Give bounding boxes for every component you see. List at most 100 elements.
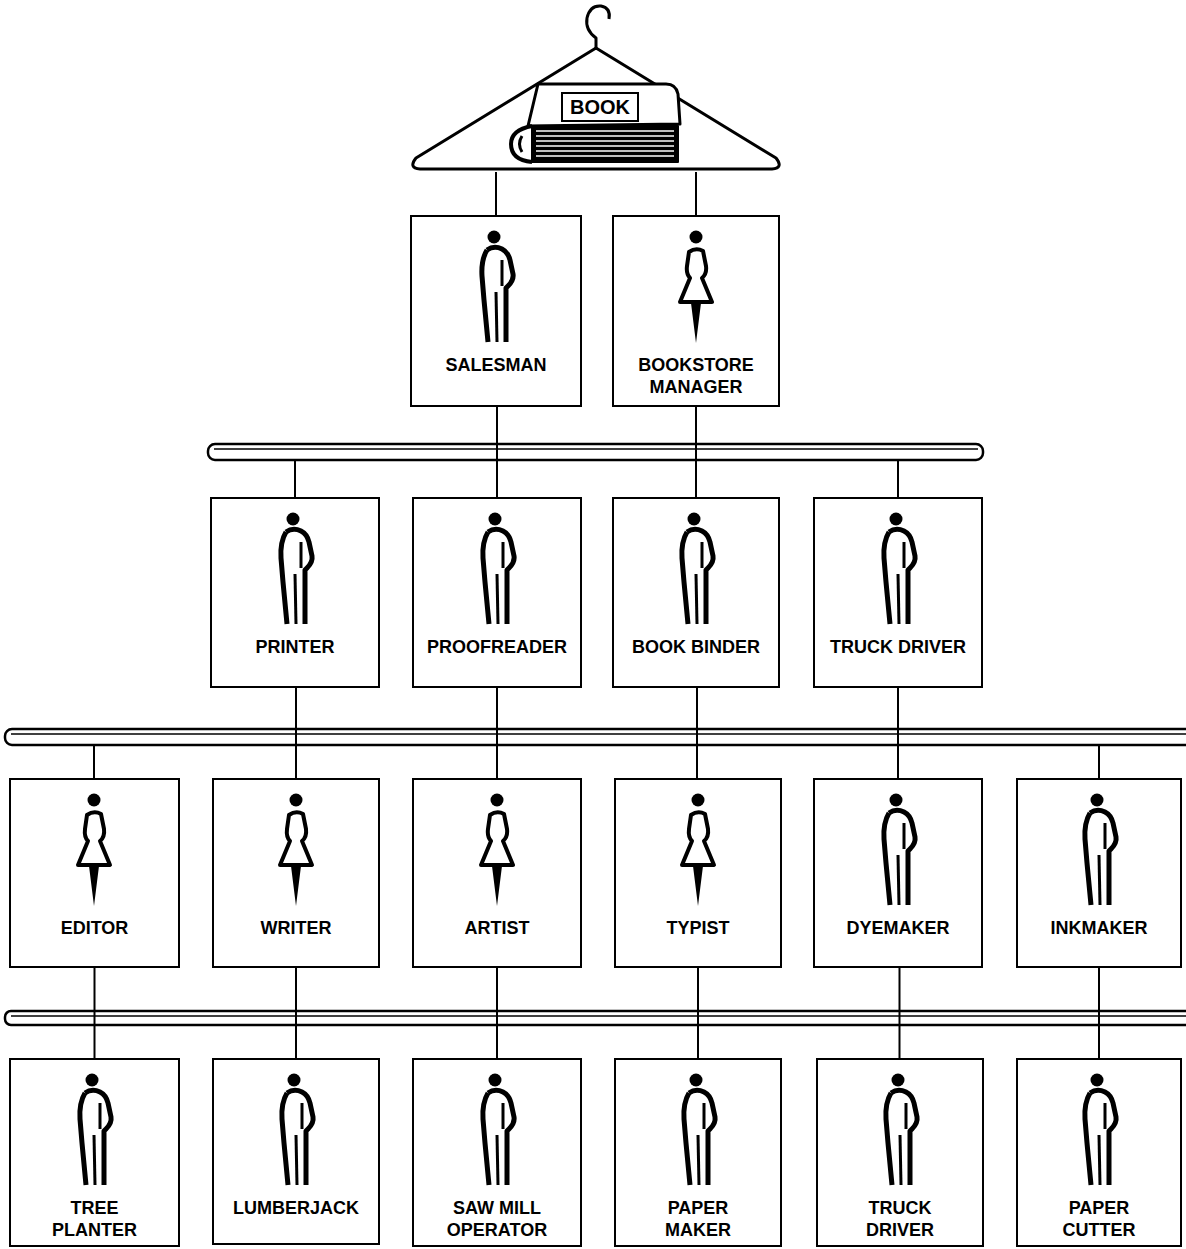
man-figure: [884, 513, 915, 625]
man-figure: [483, 513, 514, 625]
label-area: SAW MILL OPERATOR: [414, 1197, 580, 1241]
label-area: BOOK BINDER: [614, 636, 778, 658]
label-area: TREE PLANTER: [11, 1197, 178, 1241]
job-title: INKMAKER: [1020, 917, 1178, 939]
job-box: SALESMAN: [410, 215, 582, 407]
label-area: PRINTER: [212, 636, 378, 658]
hanging-string: [697, 968, 699, 1058]
label-area: TRUCK DRIVER: [818, 1197, 982, 1241]
book-page: [536, 150, 674, 152]
book-page: [536, 135, 674, 137]
hanging-string: [496, 407, 498, 497]
hang-string: [1098, 745, 1100, 778]
job-title: TRUCK DRIVER: [818, 636, 978, 658]
hanger-outline: [410, 0, 782, 172]
hanging-string: [295, 688, 297, 778]
hanger-node: BOOK: [410, 0, 782, 172]
man-figure: [1085, 1074, 1116, 1186]
woman-figure: [280, 794, 312, 907]
job-box: BOOKSTORE MANAGER: [612, 215, 780, 407]
label-area: TRUCK DRIVER: [815, 636, 981, 658]
hanger-line: [413, 48, 779, 169]
hanging-string: [695, 172, 697, 215]
label-area: PROOFREADER: [414, 636, 580, 658]
job-title: TRUCK DRIVER: [839, 1197, 961, 1241]
man-figure: [282, 1074, 313, 1186]
job-box: TYPIST: [614, 778, 782, 968]
job-box: BOOK BINDER: [612, 497, 780, 688]
job-box: LUMBERJACK: [212, 1058, 380, 1245]
job-title: PAPER CUTTER: [1038, 1197, 1160, 1241]
rod: [208, 444, 983, 460]
rod: [5, 729, 1186, 745]
label-area: BOOKSTORE MANAGER: [614, 354, 778, 398]
man-figure: [886, 1074, 917, 1186]
book-page: [536, 155, 674, 157]
book-page: [536, 145, 674, 147]
job-title: EDITOR: [15, 917, 175, 939]
job-title: PAPER MAKER: [637, 1197, 759, 1241]
hanging-string: [495, 172, 497, 215]
job-box: PRINTER: [210, 497, 380, 688]
book-page: [536, 140, 674, 142]
hanging-string: [295, 968, 297, 1058]
job-title: PROOFREADER: [417, 636, 577, 658]
man-figure: [281, 513, 312, 625]
woman-figure: [682, 794, 714, 907]
hanging-string: [496, 968, 498, 1058]
hanging-string: [695, 407, 697, 497]
job-box: EDITOR: [9, 778, 180, 968]
label-area: EDITOR: [11, 917, 178, 939]
job-title: TREE PLANTER: [34, 1197, 156, 1241]
rod: [5, 1011, 1186, 1025]
hang-string: [897, 460, 899, 497]
job-title: DYEMAKER: [818, 917, 978, 939]
job-title: BOOK BINDER: [616, 636, 776, 658]
job-title: LUMBERJACK: [216, 1197, 376, 1219]
hang-string: [93, 745, 95, 778]
hanger-line: [511, 126, 532, 162]
label-area: LUMBERJACK: [214, 1197, 378, 1219]
book-label: BOOK: [561, 92, 639, 122]
job-box: WRITER: [212, 778, 380, 968]
job-box: DYEMAKER: [813, 778, 983, 968]
label-area: DYEMAKER: [815, 917, 981, 939]
hanging-string: [1098, 968, 1100, 1058]
man-figure: [682, 513, 713, 625]
man-figure: [482, 231, 513, 343]
book-page: [536, 130, 674, 132]
job-title: TYPIST: [618, 917, 778, 939]
hanger-line: [532, 126, 678, 162]
hanger-line: [587, 6, 610, 50]
woman-figure: [680, 231, 712, 344]
job-title: SAW MILL OPERATOR: [436, 1197, 558, 1241]
hanging-string: [94, 968, 96, 1058]
job-title: ARTIST: [417, 917, 577, 939]
hanger-line: [520, 136, 523, 152]
job-box: SAW MILL OPERATOR: [412, 1058, 582, 1247]
hanger-line: [528, 84, 680, 126]
job-title: SALESMAN: [416, 354, 576, 376]
label-area: PAPER MAKER: [616, 1197, 780, 1241]
label-area: TYPIST: [616, 917, 780, 939]
job-title: BOOKSTORE MANAGER: [635, 354, 757, 398]
job-box: TRUCK DRIVER: [816, 1058, 984, 1247]
book-title: BOOK: [570, 95, 630, 119]
job-box: TRUCK DRIVER: [813, 497, 983, 688]
hanging-string: [696, 688, 698, 778]
job-title: PRINTER: [215, 636, 375, 658]
job-box: ARTIST: [412, 778, 582, 968]
man-figure: [884, 794, 915, 906]
job-box: INKMAKER: [1016, 778, 1182, 968]
label-area: PAPER CUTTER: [1018, 1197, 1180, 1241]
job-box: PAPER CUTTER: [1016, 1058, 1182, 1247]
man-figure: [80, 1074, 111, 1186]
woman-figure: [78, 794, 110, 907]
label-area: WRITER: [214, 917, 378, 939]
job-title: WRITER: [216, 917, 376, 939]
job-box: PAPER MAKER: [614, 1058, 782, 1247]
label-area: SALESMAN: [412, 354, 580, 376]
job-box: PROOFREADER: [412, 497, 582, 688]
